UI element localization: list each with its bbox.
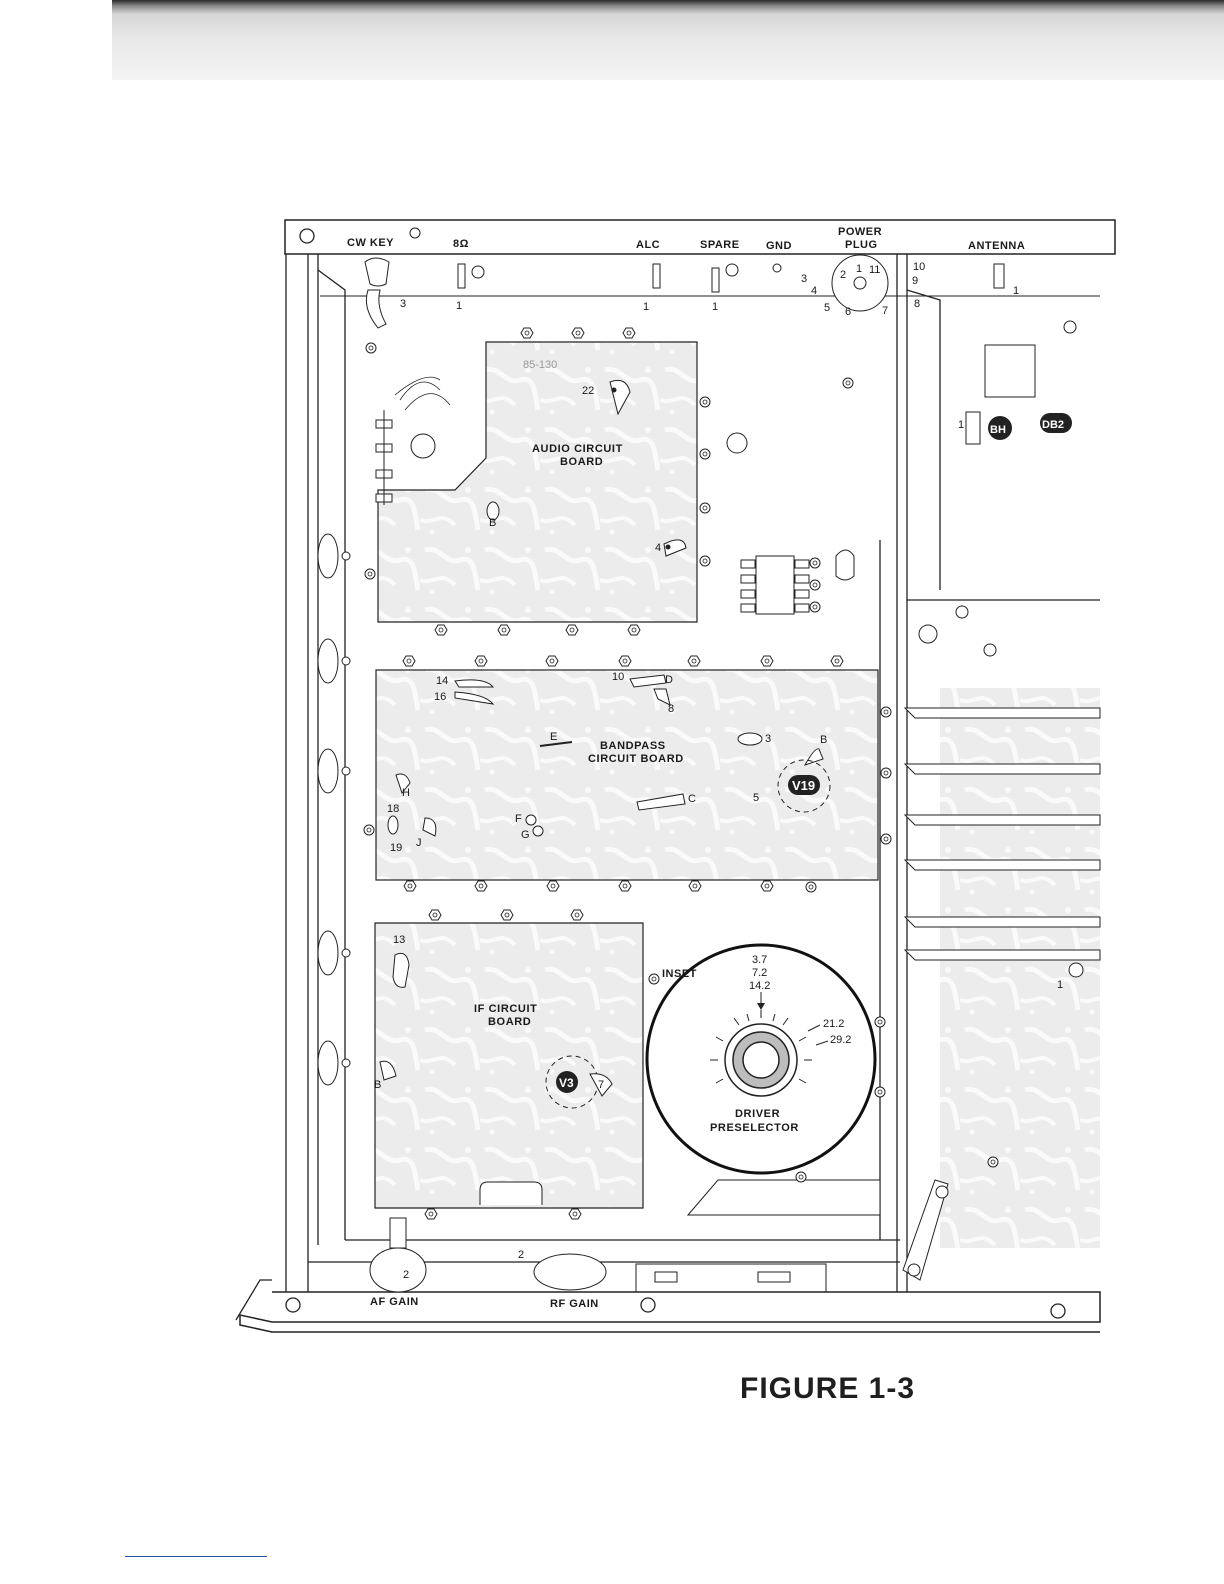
svg-text:B: B: [820, 734, 827, 746]
svg-text:10: 10: [612, 671, 624, 683]
svg-text:BH: BH: [990, 424, 1006, 436]
svg-text:14: 14: [436, 675, 448, 687]
if-board-label-line2: BOARD: [488, 1016, 531, 1028]
if-circuit-board: IF CIRCUIT BOARD 13 B V3 7: [374, 923, 643, 1208]
svg-text:8: 8: [914, 298, 920, 310]
inset-label: INSET: [662, 968, 697, 980]
svg-text:2: 2: [840, 269, 846, 281]
svg-text:C: C: [688, 793, 696, 805]
plug-label: PLUG: [845, 239, 878, 251]
rear-pin-numbers: 3 1 1 1 1 1 2 3 4 5 6 7 8 9 10 11: [400, 261, 1019, 318]
svg-text:1: 1: [1013, 285, 1019, 297]
svg-text:21.2: 21.2: [823, 1018, 844, 1030]
svg-text:7.2: 7.2: [752, 967, 767, 979]
gnd-label: GND: [766, 240, 792, 252]
svg-text:7: 7: [598, 1079, 604, 1091]
svg-text:22: 22: [582, 385, 594, 397]
svg-text:5: 5: [753, 792, 759, 804]
svg-text:1: 1: [643, 301, 649, 313]
svg-text:19: 19: [390, 842, 402, 854]
bandpass-label-line2: CIRCUIT BOARD: [588, 753, 684, 765]
svg-text:11: 11: [869, 264, 880, 276]
svg-text:B: B: [374, 1079, 381, 1091]
svg-text:7: 7: [882, 305, 888, 317]
svg-text:8: 8: [668, 703, 674, 715]
alc-label: ALC: [636, 239, 660, 251]
svg-text:1: 1: [1057, 979, 1063, 991]
power-label: POWER: [838, 226, 882, 238]
svg-text:5: 5: [824, 302, 830, 314]
svg-text:3: 3: [801, 273, 807, 285]
svg-text:H: H: [402, 787, 410, 799]
svg-text:1: 1: [712, 301, 718, 313]
svg-text:4: 4: [811, 285, 817, 297]
svg-text:85-130: 85-130: [523, 359, 557, 371]
relay-socket: [741, 550, 854, 614]
svg-text:J: J: [416, 837, 422, 849]
svg-text:G: G: [521, 829, 530, 841]
right-section: 1 BH DB2 1: [905, 321, 1100, 1248]
rf-gain-label: RF GAIN: [550, 1298, 599, 1310]
rear-panel: [285, 220, 1115, 296]
svg-text:2: 2: [403, 1269, 409, 1281]
driver-preselector-inset: INSET 3.7 7.2 14.2 21.2 29.2 DRIVER PRES…: [647, 945, 875, 1173]
lower-bracket: [636, 1180, 948, 1292]
svg-text:1: 1: [456, 300, 462, 312]
svg-text:3: 3: [400, 298, 406, 310]
antenna-label: ANTENNA: [968, 240, 1025, 252]
cw-key-label: CW KEY: [347, 237, 394, 249]
svg-text:13: 13: [393, 934, 405, 946]
svg-text:1: 1: [856, 263, 862, 275]
svg-text:9: 9: [912, 275, 918, 287]
svg-text:V3: V3: [559, 1076, 574, 1090]
audio-board-label-line1: AUDIO CIRCUIT: [532, 443, 623, 455]
svg-text:V19: V19: [792, 778, 815, 793]
svg-text:2: 2: [518, 1249, 524, 1261]
if-board-label-line1: IF CIRCUIT: [474, 1003, 537, 1015]
footer-rule: [125, 1556, 267, 1557]
af-gain-label: AF GAIN: [370, 1296, 419, 1308]
figure-caption: FIGURE 1-3: [740, 1372, 915, 1406]
bandpass-label-line1: BANDPASS: [600, 740, 666, 752]
driver-label: DRIVER: [735, 1108, 780, 1120]
svg-text:D: D: [665, 674, 673, 686]
svg-text:4: 4: [655, 542, 661, 554]
bandpass-circuit-board: BANDPASS CIRCUIT BOARD 14 16 10 D 8 E 3 …: [376, 670, 878, 880]
svg-text:E: E: [550, 731, 557, 743]
svg-text:3: 3: [765, 733, 771, 745]
svg-text:6: 6: [845, 306, 851, 318]
svg-text:DB2: DB2: [1042, 419, 1064, 431]
svg-text:B: B: [489, 517, 496, 529]
audio-board-label-line2: BOARD: [560, 456, 603, 468]
audio-circuit-board: 85-130 AUDIO CIRCUIT BOARD 22 B 4: [376, 342, 697, 622]
svg-text:14.2: 14.2: [749, 980, 770, 992]
eight-ohm-label: 8Ω: [453, 238, 469, 250]
svg-text:1: 1: [958, 419, 964, 431]
svg-text:3.7: 3.7: [752, 954, 767, 966]
preselector-label: PRESELECTOR: [710, 1122, 799, 1134]
svg-text:18: 18: [387, 803, 399, 815]
rear-connectors: [365, 255, 1004, 328]
svg-text:10: 10: [913, 261, 925, 273]
svg-text:29.2: 29.2: [830, 1034, 851, 1046]
svg-text:16: 16: [434, 691, 446, 703]
spare-label: SPARE: [700, 239, 740, 251]
svg-text:F: F: [515, 813, 522, 825]
